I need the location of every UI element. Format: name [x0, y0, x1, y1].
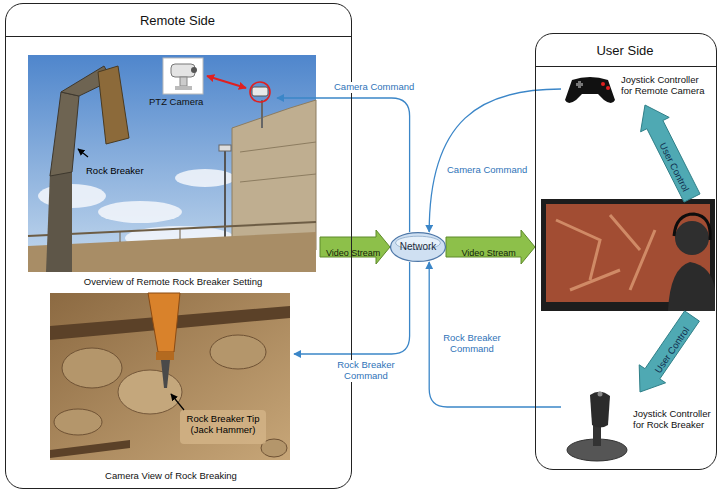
side-panel: Remote SideOverview of Remote Rock Break… — [5, 3, 352, 489]
sand-patch — [180, 410, 266, 444]
joystick-button — [598, 392, 603, 397]
monitor-bezel — [541, 199, 715, 311]
edge-label: Camera Command — [445, 165, 529, 176]
gamepad-button — [601, 82, 605, 86]
control-arrow-label: User Control — [657, 141, 691, 193]
command-line — [429, 89, 561, 232]
edge-label: Rock Breaker Command — [440, 333, 504, 355]
screen-image — [556, 215, 655, 290]
network-label: Network — [400, 241, 437, 253]
light-post — [224, 150, 226, 250]
hammer-tip — [161, 360, 170, 388]
camera-callout: PTZ Camera — [149, 56, 277, 114]
timber-beam — [50, 440, 130, 458]
photo-caption: Camera View of Rock Breaking — [51, 471, 291, 482]
operator-head — [675, 221, 709, 255]
panel-title: User Side — [536, 44, 714, 59]
photo-panel: Camera View of Rock Breaking — [51, 294, 294, 486]
controller-label: Joystick Controller for Remote Camera — [621, 75, 711, 97]
edge-label: Rock Breaker Command — [334, 360, 398, 382]
ptz-lens — [191, 67, 197, 73]
photo-caption: Overview of Remote Rock Breaker Setting — [29, 277, 317, 288]
edge-label: Video Stream — [326, 248, 380, 258]
network-disc — [391, 233, 446, 262]
network-node: Network — [390, 232, 446, 262]
ptz-base — [175, 86, 192, 90]
joystick-grip — [590, 392, 610, 428]
ptz-camera-small — [252, 87, 268, 96]
overview-photo — [28, 55, 316, 272]
breaker-boom — [50, 92, 79, 176]
video-stream-arrow — [320, 230, 390, 264]
leader-line — [78, 149, 88, 157]
user-control-arrow — [641, 105, 700, 202]
controller-box: Joystick Controller for Remote Camera — [561, 67, 714, 112]
controller-label: Joystick Controller for Rock Breaker — [633, 409, 713, 431]
breaker-hammer — [98, 66, 129, 144]
controller-box: Joystick Controller for Rock Breaker — [561, 387, 716, 467]
railing-post — [180, 228, 181, 239]
red-double-arrow — [207, 76, 246, 88]
jack-hammer — [148, 293, 180, 352]
ptz-neck — [180, 77, 187, 86]
rock — [62, 348, 122, 388]
rock — [118, 370, 182, 414]
headset — [674, 214, 710, 240]
flood-light — [219, 145, 231, 151]
dirt-ground — [50, 293, 290, 460]
structure-line — [240, 174, 316, 182]
command-line — [429, 262, 561, 407]
hammer-collar — [156, 352, 174, 360]
monitor — [541, 199, 715, 311]
part-label: Rock Breaker — [86, 166, 144, 177]
panel-title: Remote Side — [6, 14, 349, 29]
camera-label: PTZ Camera — [149, 97, 211, 108]
panel-rule — [536, 66, 716, 67]
user-control-arrow — [639, 311, 699, 392]
camera-mount — [261, 100, 263, 128]
cloud — [98, 201, 182, 223]
panel-rule — [6, 36, 351, 37]
control-arrow-label: User Control — [653, 326, 692, 376]
photo-panel: Overview of Remote Rock Breaker Setting P… — [29, 56, 320, 292]
rock — [54, 409, 102, 435]
breaker-column — [46, 172, 72, 272]
gamepad-button — [606, 86, 610, 90]
leader-line — [171, 394, 184, 410]
edge-label: Camera Command — [332, 82, 416, 93]
operator-body — [668, 262, 715, 311]
rock — [210, 335, 266, 369]
sky — [28, 55, 316, 272]
edge-label: Video Stream — [462, 248, 516, 258]
gamepad-dpad — [578, 81, 581, 88]
structure-line — [240, 142, 316, 152]
flight-joystick — [567, 392, 627, 462]
video-stream-arrow — [446, 230, 535, 264]
ptz-inset — [163, 58, 203, 94]
command-line — [277, 98, 410, 232]
gamepad-body — [565, 77, 615, 103]
part-label: Rock Breaker Tip (Jack Hammer) — [184, 414, 262, 436]
side-panel: User SideJoystick Controller for Remote … — [535, 33, 717, 470]
railing-post — [120, 231, 121, 242]
highlight-circle — [250, 82, 270, 102]
camera-view-photo — [50, 293, 290, 460]
gamepad — [565, 77, 615, 103]
ship-structure — [232, 100, 316, 250]
